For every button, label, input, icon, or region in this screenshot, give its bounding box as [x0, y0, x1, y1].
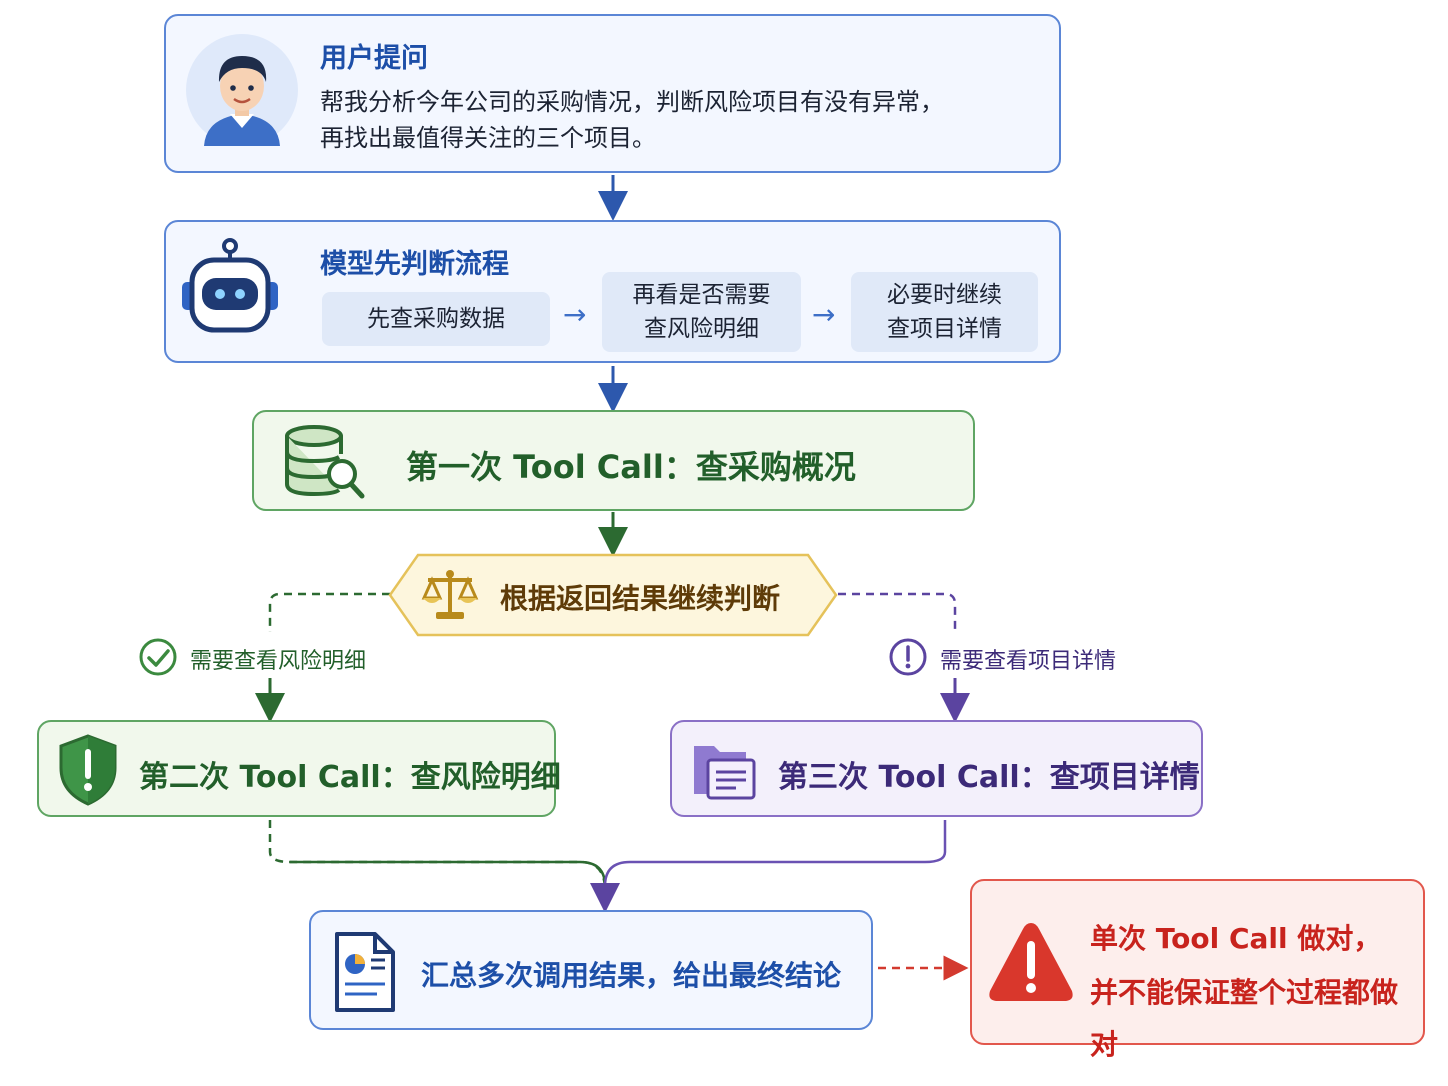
tool-call-3-label: 第三次 Tool Call：查项目详情: [778, 760, 1200, 795]
summary-box: 汇总多次调用结果，给出最终结论: [309, 910, 873, 1030]
folder-document-icon: [694, 746, 756, 800]
exclamation-circle-icon: [889, 638, 927, 676]
model-title: 模型先判断流程: [320, 249, 509, 280]
model-step-1: 先查采购数据: [322, 292, 550, 346]
tool-call-1-box: 第一次 Tool Call：查采购概况: [252, 410, 975, 511]
decision-label: 根据返回结果继续判断: [500, 582, 781, 615]
branch-left-line: [268, 592, 390, 632]
user-title: 用户提问: [320, 43, 428, 74]
user-question-line1: 帮我分析今年公司的采购情况，判断风险项目有没有异常，: [320, 88, 944, 116]
tool-call-1-label: 第一次 Tool Call：查采购概况: [406, 448, 856, 486]
warning-line2: 并不能保证整个过程都做对: [1090, 976, 1399, 1061]
report-document-icon: [335, 932, 395, 1012]
warning-line1: 单次 Tool Call 做对，: [1090, 922, 1382, 955]
scale-icon: [421, 570, 479, 619]
user-avatar-icon: [186, 34, 298, 146]
user-question-box: 用户提问 帮我分析今年公司的采购情况，判断风险项目有没有异常， 再找出最值得关注…: [164, 14, 1061, 173]
tool-call-2-box: 第二次 Tool Call：查风险明细: [37, 720, 561, 817]
step-arrow-icon: →: [563, 298, 587, 331]
summary-label: 汇总多次调用结果，给出最终结论: [421, 959, 842, 992]
merge-right-line: [603, 820, 947, 887]
branch-left-label: 需要查看风险明细: [190, 649, 367, 674]
branch-right-line: [838, 592, 957, 632]
merge-left-solid: [290, 860, 607, 887]
user-question-line2: 再找出最值得关注的三个项目。: [320, 124, 656, 152]
shield-alert-icon: [59, 734, 117, 806]
model-flow-box: 模型先判断流程 先查采购数据 → 再看是否需要 查风险明细 → 必要时继续 查项…: [164, 220, 1061, 363]
warning-box: 单次 Tool Call 做对， 并不能保证整个过程都做对: [970, 879, 1425, 1061]
check-circle-icon: [139, 638, 177, 676]
model-step-3: 必要时继续 查项目详情: [851, 272, 1038, 352]
warning-triangle-icon: [989, 923, 1073, 1001]
tool-call-3-box: 第三次 Tool Call：查项目详情: [670, 720, 1203, 817]
database-search-icon: [285, 425, 365, 499]
tool-call-2-label: 第二次 Tool Call：查风险明细: [139, 760, 561, 795]
step-arrow-icon: →: [812, 298, 836, 331]
robot-icon: [182, 238, 278, 333]
model-step-2: 再看是否需要 查风险明细: [602, 272, 801, 352]
merge-left-line: [268, 820, 607, 891]
branch-right-label: 需要查看项目详情: [940, 649, 1117, 674]
